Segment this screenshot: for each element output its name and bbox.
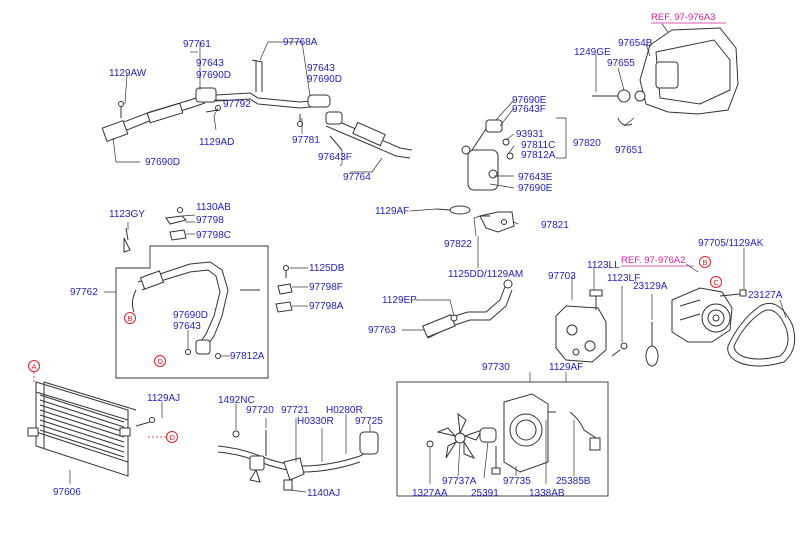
leader-lines — [69, 23, 787, 493]
ref-97-976a3: REF. 97-976A3 — [651, 12, 715, 23]
marker-d-hose: D — [154, 355, 166, 367]
label-97798: 97798 — [196, 215, 224, 226]
receiver-drier — [461, 119, 514, 191]
label-23127a: 23127A — [748, 290, 783, 301]
label-1129aj: 1129AJ — [147, 393, 180, 404]
svg-text:D: D — [170, 433, 176, 442]
label-1338ab: 1338AB — [529, 488, 565, 499]
marker-a-condenser: A — [28, 360, 40, 384]
label-97720: 97720 — [246, 405, 274, 416]
ref-97-976a2: REF. 97-976A2 — [621, 255, 685, 266]
label-1129aw: 1129AW — [109, 68, 147, 79]
label-97606: 97606 — [53, 487, 81, 498]
trinary-switch-harness — [217, 430, 379, 491]
label-97798f: 97798F — [309, 282, 343, 293]
reference-labels: REF. 97-976A3 REF. 97-976A2 — [621, 12, 726, 267]
fittings-1130ab — [123, 207, 187, 253]
label-97705-1129ak: 97705/1129AK — [698, 238, 764, 249]
label-1123gy: 1123GY — [109, 209, 145, 220]
compressor-bracket-97703 — [555, 289, 628, 363]
label-97655: 97655 — [607, 58, 635, 69]
label-25385b: 25385B — [556, 476, 591, 487]
compressor-bracket — [435, 205, 515, 233]
label-97643f-a: 97643F — [318, 152, 352, 163]
label-23129a: 23129A — [633, 281, 668, 292]
label-97654b: 97654B — [618, 38, 653, 49]
label-1125db: 1125DB — [309, 263, 345, 274]
label-1129af-a: 1129AF — [375, 206, 409, 217]
label-1123ll: 1123LL — [587, 260, 620, 271]
label-97725: 97725 — [355, 416, 383, 427]
ac-compressor — [671, 287, 747, 343]
label-97812a-b: 97812A — [230, 351, 265, 362]
label-1249ge: 1249GE — [574, 47, 611, 58]
marker-c-compressor: C — [710, 276, 722, 288]
label-93931: 93931 — [516, 129, 544, 140]
liquid-tube-97763 — [422, 279, 513, 339]
label-97690e-a: 97690E — [512, 95, 547, 106]
evaporator-case-assembly — [592, 27, 739, 126]
svg-text:A: A — [32, 362, 37, 371]
label-97651: 97651 — [615, 145, 643, 156]
label-97763: 97763 — [368, 325, 396, 336]
label-97768a: 97768A — [283, 37, 318, 48]
connection-markers: A B B C D D — [28, 256, 722, 443]
label-97798c: 97798C — [196, 230, 231, 241]
label-1327aa: 1327AA — [412, 488, 448, 499]
label-1492nc: 1492NC — [218, 395, 255, 406]
label-97764: 97764 — [343, 172, 371, 183]
cooling-fan-box — [396, 381, 609, 497]
label-97643-a: 97643 — [196, 58, 224, 69]
label-97643f-b: 97643F — [512, 104, 546, 115]
label-1129af-b: 1129AF — [549, 362, 583, 373]
condenser — [27, 381, 155, 477]
label-1129ad: 1129AD — [199, 137, 234, 148]
label-97761: 97761 — [183, 39, 211, 50]
label-97798a: 97798A — [309, 301, 344, 312]
label-97690e-b: 97690E — [518, 183, 553, 194]
svg-text:B: B — [128, 314, 133, 323]
svg-text:D: D — [158, 357, 164, 366]
label-1140aj: 1140AJ — [307, 488, 340, 499]
label-97690d-a: 97690D — [196, 70, 231, 81]
label-97690d-c: 97690D — [145, 157, 180, 168]
label-97690d-d: 97690D — [173, 310, 208, 321]
label-97721: 97721 — [281, 405, 309, 416]
label-97821: 97821 — [541, 220, 569, 231]
label-97737a: 97737A — [442, 476, 477, 487]
marker-d-condenser: D — [148, 431, 178, 443]
suction-hose-assembly — [101, 59, 413, 159]
svg-text:B: B — [703, 258, 708, 267]
svg-text:C: C — [714, 278, 720, 287]
label-25391: 25391 — [471, 488, 499, 499]
label-h0330r: H0330R — [297, 416, 334, 427]
bolt-23129a — [645, 322, 659, 367]
part-labels: 97761 97768A 1129AW 97643 97690D 97643 9… — [53, 37, 783, 499]
label-97730: 97730 — [482, 362, 510, 373]
label-97762: 97762 — [70, 287, 98, 298]
label-97781: 97781 — [292, 135, 320, 146]
marker-b-compressor: B — [699, 256, 711, 268]
label-97822: 97822 — [444, 239, 472, 250]
label-97820: 97820 — [573, 138, 601, 149]
label-97643-b: 97643 — [307, 63, 335, 74]
fan-blade — [436, 412, 484, 460]
drive-belt — [727, 302, 796, 367]
label-1123lf: 1123LF — [607, 273, 640, 284]
label-97792: 97792 — [223, 99, 251, 110]
label-97811c: 97811C — [521, 140, 555, 151]
marker-b-hose: B — [124, 312, 136, 324]
label-97643-c: 97643 — [173, 321, 201, 332]
label-1125dd-1129am: 1125DD/1129AM — [448, 269, 523, 280]
label-97690d-b: 97690D — [307, 74, 342, 85]
label-97703: 97703 — [548, 271, 576, 282]
label-97812a-a: 97812A — [521, 150, 556, 161]
discharge-hose-box — [115, 245, 293, 379]
label-97643e: 97643E — [518, 172, 553, 183]
label-h0280r: H0280R — [326, 405, 363, 416]
label-1130ab: 1130AB — [196, 202, 231, 213]
label-97735: 97735 — [503, 476, 531, 487]
label-1129ep: 1129EP — [382, 295, 417, 306]
